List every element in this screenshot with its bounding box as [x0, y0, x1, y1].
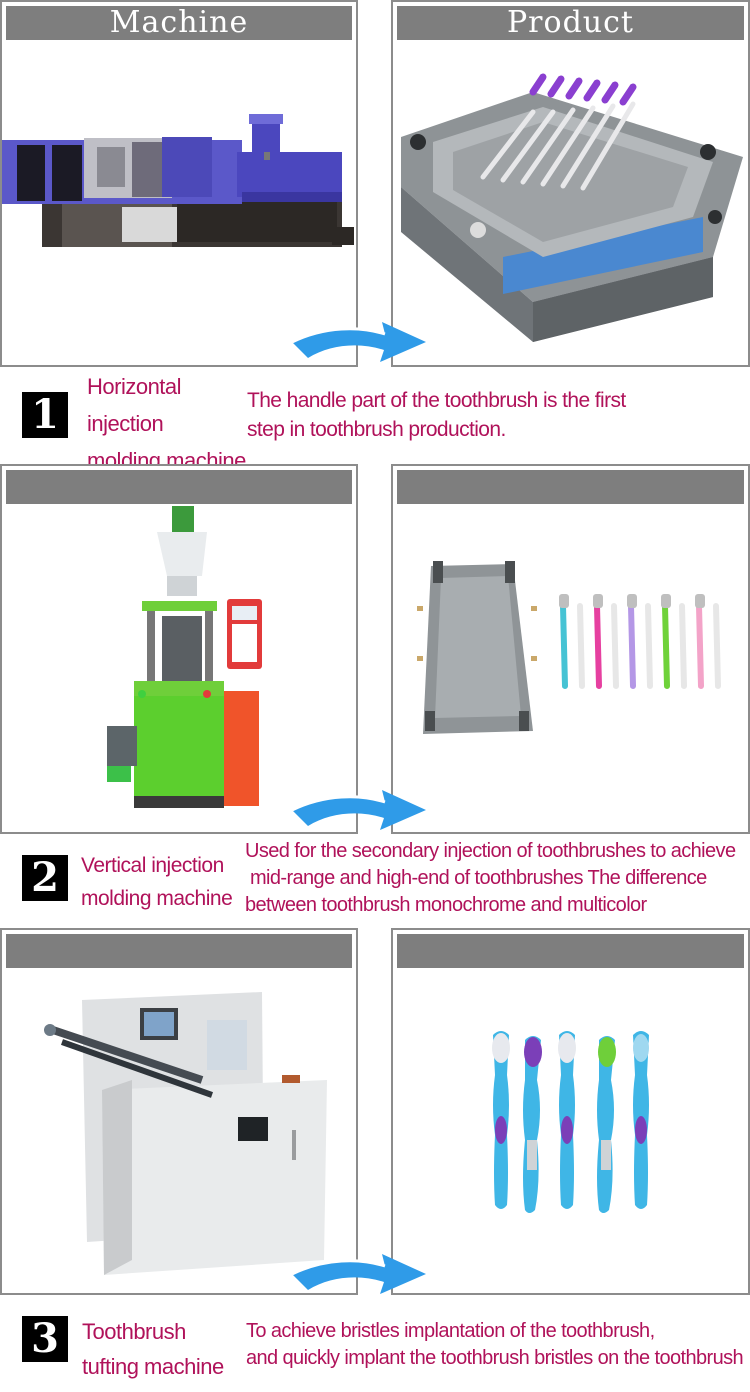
- step-number-badge: 1: [22, 392, 68, 438]
- product-panel-2: [391, 464, 750, 834]
- tufting-machine-image: [44, 992, 327, 1275]
- description-line: between toothbrush monochrome and multic…: [245, 894, 647, 916]
- machine-panel-3: [0, 928, 358, 1295]
- description-line: Used for the secondary injection of toot…: [245, 840, 736, 862]
- right-curved-arrow-icon: [291, 322, 426, 362]
- machine-name-line: Vertical injection: [81, 854, 224, 877]
- machine-name: Vertical injection molding machine: [81, 849, 233, 915]
- product-panel-3: [391, 928, 750, 1295]
- machine-panel-1: Machine: [0, 0, 358, 367]
- finished-toothbrushes-image: [492, 1031, 649, 1213]
- right-curved-arrow-icon: [291, 790, 426, 830]
- machine-name: Horizontal injection molding machine: [87, 368, 246, 479]
- description-line: The handle part of the toothbrush is the…: [247, 389, 626, 412]
- description-line: and quickly implant the toothbrush brist…: [246, 1347, 744, 1369]
- description-line: To achieve bristles implantation of the …: [246, 1320, 655, 1342]
- product-panel-1: Product: [391, 0, 750, 367]
- machine-name-line: Toothbrush: [82, 1319, 186, 1344]
- step-number-badge: 2: [22, 855, 68, 901]
- two-color-mold-and-toothbrushes-image: [417, 561, 721, 734]
- right-curved-arrow-icon: [291, 1254, 426, 1294]
- machine-name-line: molding machine: [81, 887, 233, 910]
- machine-name-line: tufting machine: [82, 1354, 224, 1379]
- machine-name: Toothbrush tufting machine: [82, 1314, 224, 1384]
- toothbrush-handle-mold-image: [401, 73, 743, 342]
- step-description: Used for the secondary injection of toot…: [245, 838, 736, 919]
- step-description: To achieve bristles implantation of the …: [246, 1318, 744, 1372]
- description-line: mid-range and high-end of toothbrushes T…: [245, 867, 707, 889]
- step-description: The handle part of the toothbrush is the…: [247, 386, 626, 444]
- panel-header-machine: Machine: [6, 6, 352, 40]
- panel-header-blank: [397, 934, 744, 968]
- description-line: step in toothbrush production.: [247, 418, 506, 441]
- machine-name-line: Horizontal: [87, 374, 182, 399]
- panel-header-blank: [6, 934, 352, 968]
- panel-header-blank: [6, 470, 352, 504]
- horizontal-injection-machine-image: [2, 114, 354, 247]
- machine-name-line: injection: [87, 411, 164, 436]
- panel-header-blank: [397, 470, 744, 504]
- panel-header-product: Product: [397, 6, 744, 40]
- machine-panel-2: [0, 464, 358, 834]
- vertical-injection-machine-image: [107, 506, 262, 808]
- step-number-badge: 3: [22, 1316, 68, 1362]
